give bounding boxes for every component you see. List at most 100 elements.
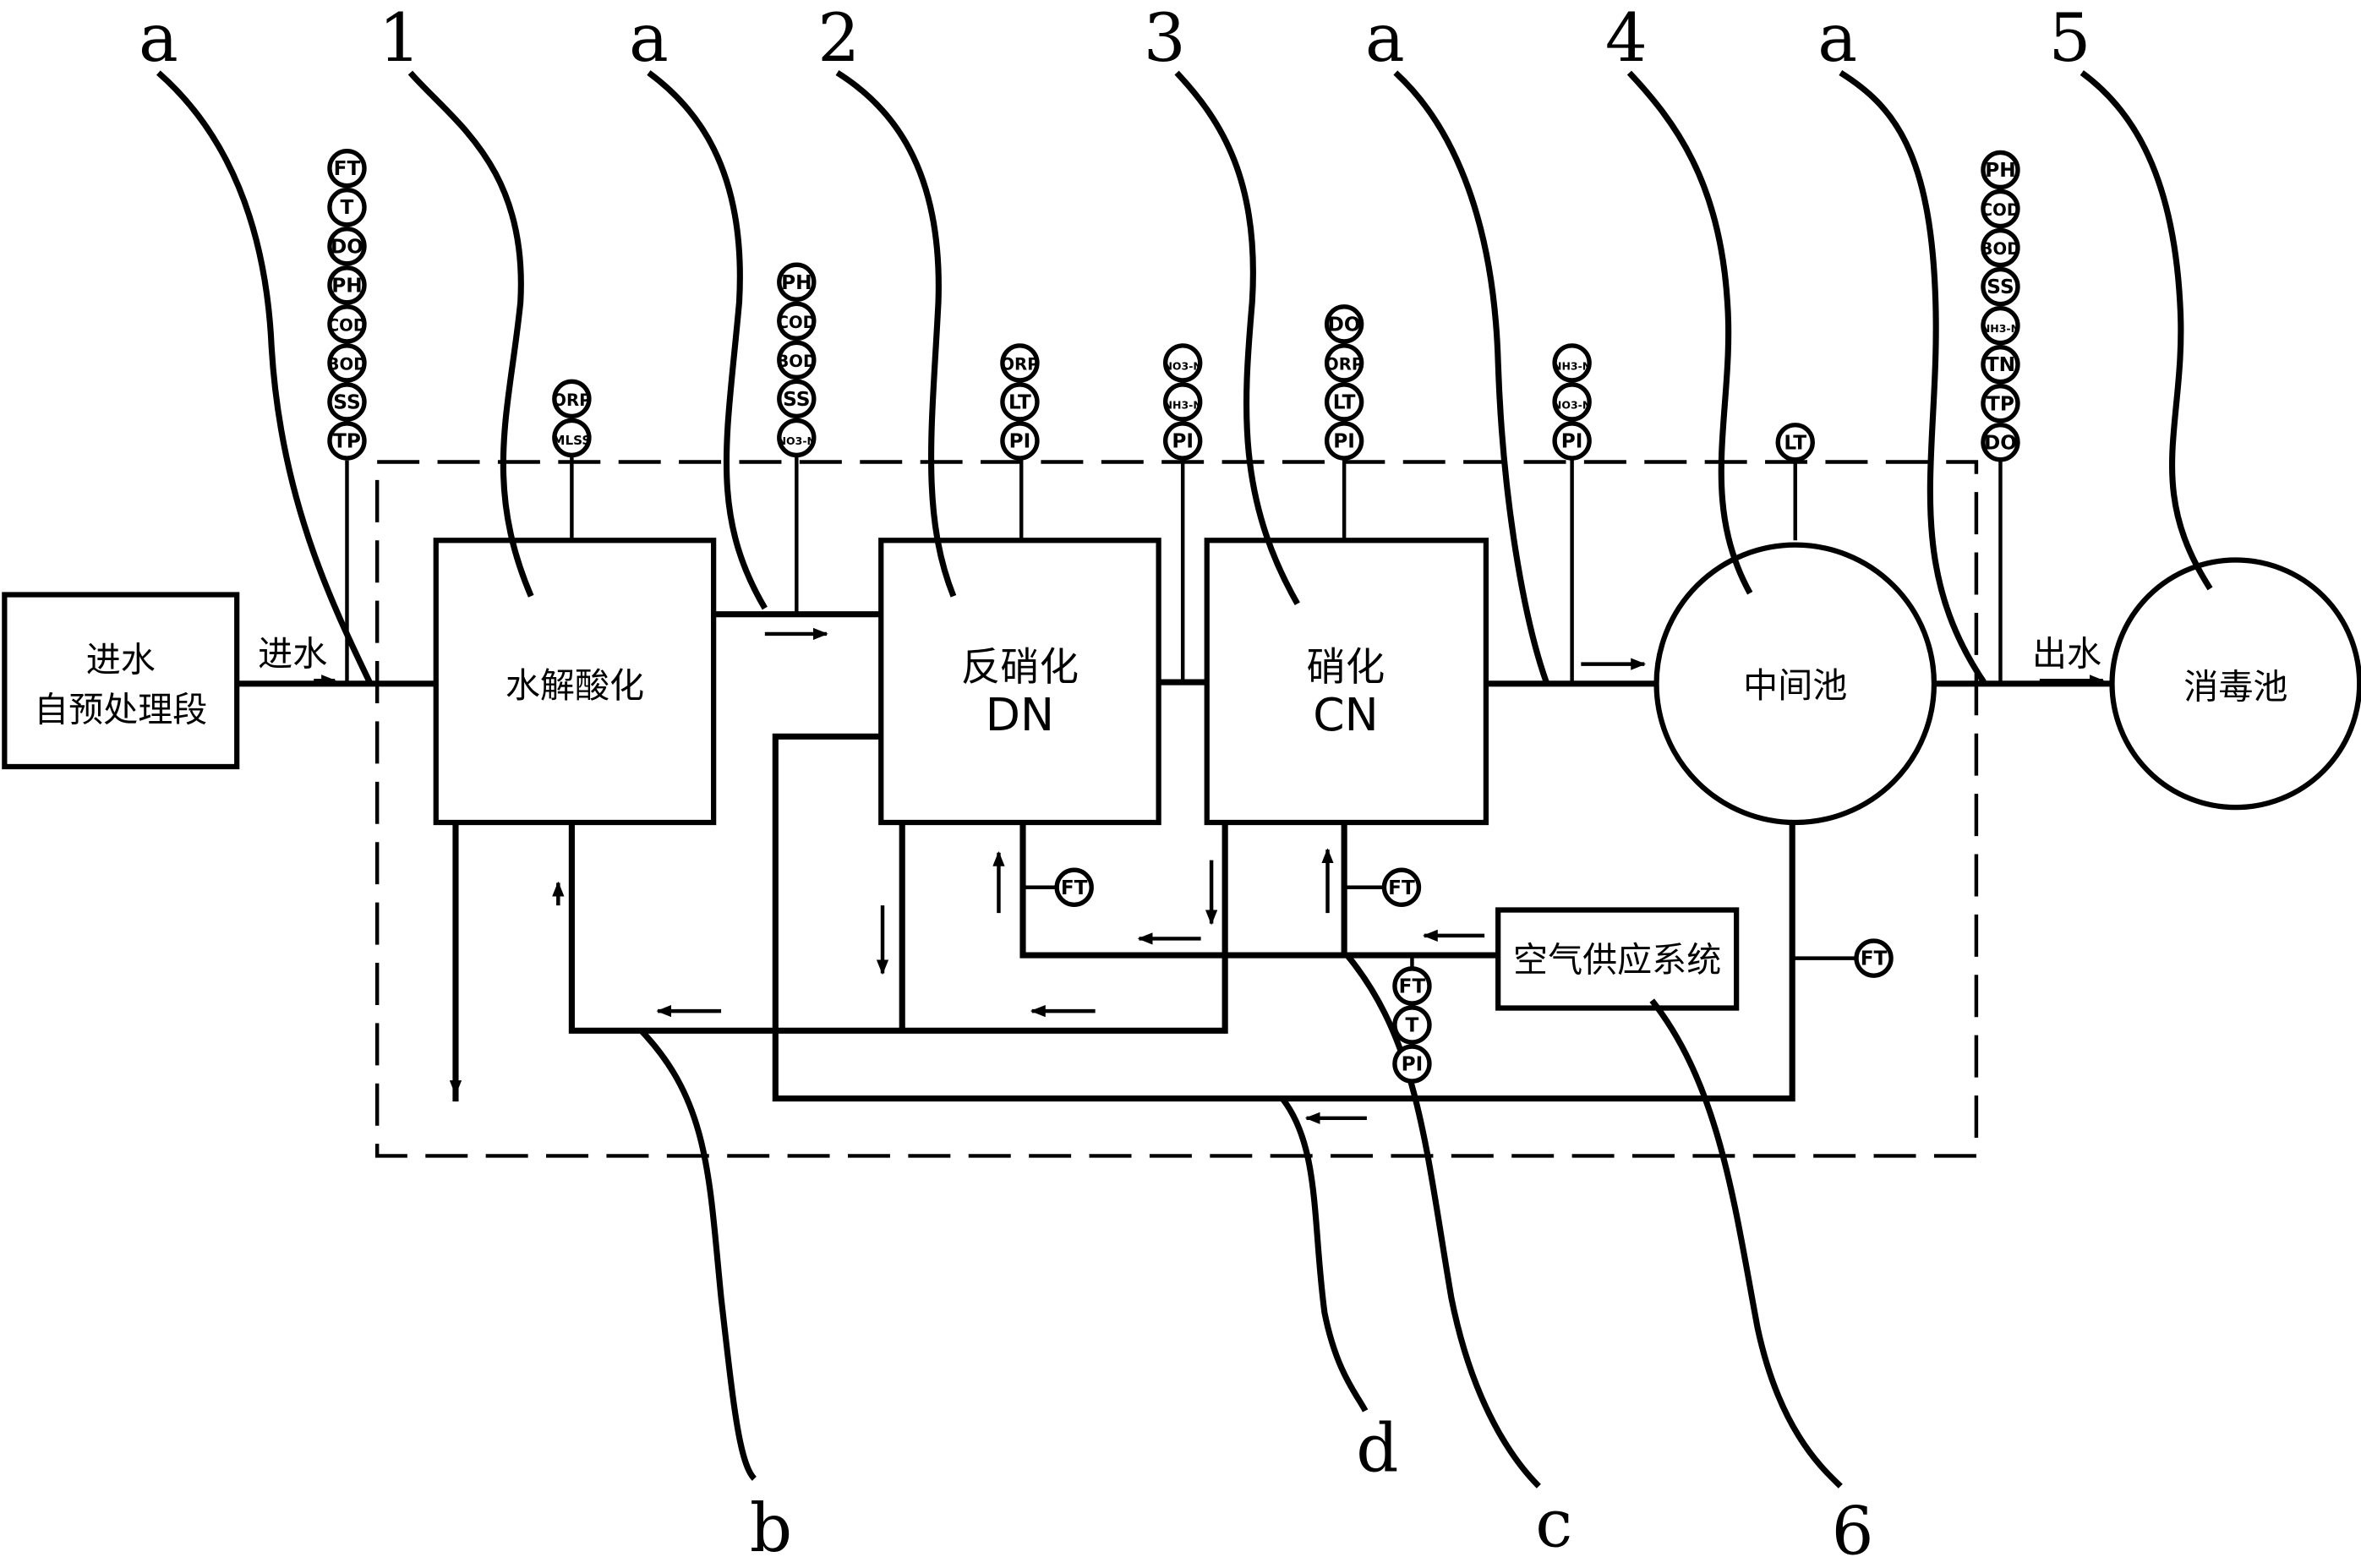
- instrument-label: FT: [1399, 975, 1426, 997]
- instrument-between-hydro-dn-no3-n: NO3-N: [777, 418, 817, 458]
- denitrification-label: 反硝化: [961, 644, 1079, 690]
- instrument-outlet-cod: COD: [1981, 188, 2020, 229]
- nitrification-tank: 硝化 CN: [1204, 538, 1489, 826]
- pretreatment-label-line2: 自预处理段: [34, 689, 207, 729]
- instrument-label: PI: [1561, 430, 1583, 453]
- instrument-between-hydro-dn-bod: BOD: [776, 340, 817, 380]
- instrument-air-line-t: T: [1392, 1005, 1432, 1045]
- instrument-label: COD: [777, 313, 817, 332]
- intermediate-label: 中间池: [1743, 665, 1847, 706]
- instrument-label: PI: [1172, 430, 1194, 453]
- instrument-label: LT: [1333, 391, 1356, 413]
- instrument-label: PI: [1009, 430, 1031, 453]
- instrument-label: LT: [1008, 391, 1031, 413]
- callout-3: 3: [1144, 0, 1186, 77]
- main-flow-line: [237, 611, 2112, 687]
- instrument-denitrification-pi: PI: [1000, 421, 1040, 461]
- instrument-between-dn-cn-nh3-n: NH3-N: [1162, 382, 1203, 422]
- instrument-denitrification-orp: ORP: [1000, 343, 1040, 383]
- instrument-label: FT: [1388, 877, 1415, 899]
- instrument-outlet-do: DO: [1981, 423, 2020, 462]
- instrument-label: PH: [1985, 159, 2015, 182]
- instrument-label: PI: [1402, 1053, 1424, 1076]
- air-supply-system: 空气供应系统: [1495, 907, 1740, 1011]
- instrument-outlet-ss: SS: [1981, 266, 2020, 307]
- instrument-label: FT: [1061, 877, 1088, 899]
- instrument-dn-bottom-ft: FT: [1054, 867, 1094, 907]
- instrument-outlet-bod: BOD: [1980, 227, 2020, 268]
- callout-4: 4: [1605, 0, 1648, 77]
- denitrification-code: DN: [986, 688, 1054, 741]
- callout-6: 6: [1832, 1493, 1874, 1568]
- denitrification-tank: 反硝化 DN: [878, 538, 1161, 826]
- instrument-label: TP: [333, 430, 361, 453]
- instrument-label: LT: [1784, 431, 1806, 454]
- pretreatment-box: 进水 自预处理段: [2, 592, 240, 770]
- instrument-between-dn-cn-no3-n: NO3-N: [1162, 343, 1203, 383]
- instrument-between-cn-mid-no3-n: NO3-N: [1552, 382, 1592, 422]
- instrument-label: NH3-N: [1981, 322, 2019, 335]
- instrument-label: TP: [1987, 392, 2014, 415]
- callout-d: d: [1356, 1409, 1398, 1487]
- instrument-label: DO: [331, 235, 363, 258]
- instrument-label: SS: [1987, 276, 2014, 298]
- flow-arrows: [314, 627, 2105, 687]
- callout-a-outlet: a: [1817, 0, 1857, 77]
- intermediate-tank: 中间池: [1653, 542, 1937, 826]
- callout-a-cn-mid: a: [1365, 0, 1405, 77]
- instrument-inlet-tp: TP: [327, 421, 367, 461]
- instrument-outlet-ph: PH: [1981, 150, 2020, 190]
- instrument-inlet-cod: COD: [327, 304, 367, 344]
- instrument-between-hydro-dn-ss: SS: [777, 379, 817, 419]
- instrument-label: PH: [781, 271, 812, 294]
- disinfection-label: 消毒池: [2183, 667, 2287, 708]
- instrument-between-hydro-dn-ph: PH: [777, 262, 817, 302]
- instrument-label: ORP: [1000, 354, 1039, 374]
- instrument-return-d-ft: FT: [1854, 938, 1894, 978]
- instrument-label: PH: [331, 274, 362, 297]
- disinfection-tank: 消毒池: [2109, 557, 2361, 811]
- instrument-inlet-ph: PH: [327, 265, 367, 305]
- instrument-label: NO3-N: [778, 434, 816, 447]
- instrument-inlet-ss: SS: [327, 382, 367, 422]
- instrument-between-cn-mid-pi: PI: [1552, 421, 1592, 461]
- instrument-nitrification-lt: LT: [1324, 382, 1364, 422]
- instrument-outlet-tn: TN: [1981, 344, 2020, 385]
- air-supply-label: 空气供应系统: [1513, 940, 1721, 981]
- instrument-taps: [345, 454, 2003, 968]
- instrument-label: BOD: [1980, 239, 2020, 259]
- callout-b: b: [750, 1489, 792, 1567]
- instrument-label: NO3-N: [1553, 398, 1591, 411]
- instrument-label: T: [1406, 1014, 1419, 1037]
- instrument-inlet-ft: FT: [327, 148, 367, 188]
- instrument-label: T: [341, 196, 354, 219]
- instrument-cn-bottom-ft: FT: [1381, 867, 1422, 907]
- system-boundary: [374, 460, 1979, 1158]
- callout-1: 1: [379, 0, 421, 77]
- instrument-label: MLSS: [552, 433, 591, 448]
- instrument-label: BOD: [327, 354, 368, 374]
- callout-5: 5: [2049, 0, 2091, 77]
- nitrification-code: CN: [1313, 688, 1378, 741]
- pretreatment-label-line1: 进水: [86, 640, 156, 680]
- instrument-label: DO: [1984, 431, 2017, 454]
- instrument-label: COD: [1981, 200, 2020, 220]
- instrument-between-cn-mid-nh3-n: NH3-N: [1552, 343, 1592, 383]
- instrument-label: FT: [334, 157, 361, 180]
- instrument-label: ORP: [1325, 354, 1364, 374]
- callout-c: c: [1535, 1485, 1572, 1563]
- callout-leaders: [156, 70, 2213, 1489]
- instrument-outlet-tp: TP: [1981, 384, 2020, 423]
- instrument-outlet-nh3-n: NH3-N: [1981, 305, 2020, 346]
- instrument-label: BOD: [776, 352, 817, 371]
- instrument-hydrolysis-mlss: MLSS: [552, 418, 592, 458]
- instrument-denitrification-lt: LT: [1000, 382, 1040, 422]
- instrument-layer: FT T DO PH COD BOD SS TP ORP MLSS PH COD BOD SS NO3-N O…: [327, 148, 2020, 1084]
- instrument-between-hydro-dn-cod: COD: [777, 301, 817, 341]
- instrument-label: TN: [1986, 353, 2015, 376]
- instrument-label: COD: [327, 315, 367, 335]
- inlet-flow-label: 进水: [258, 633, 327, 674]
- instrument-nitrification-orp: ORP: [1324, 343, 1364, 383]
- instrument-intermediate-lt: LT: [1775, 423, 1815, 462]
